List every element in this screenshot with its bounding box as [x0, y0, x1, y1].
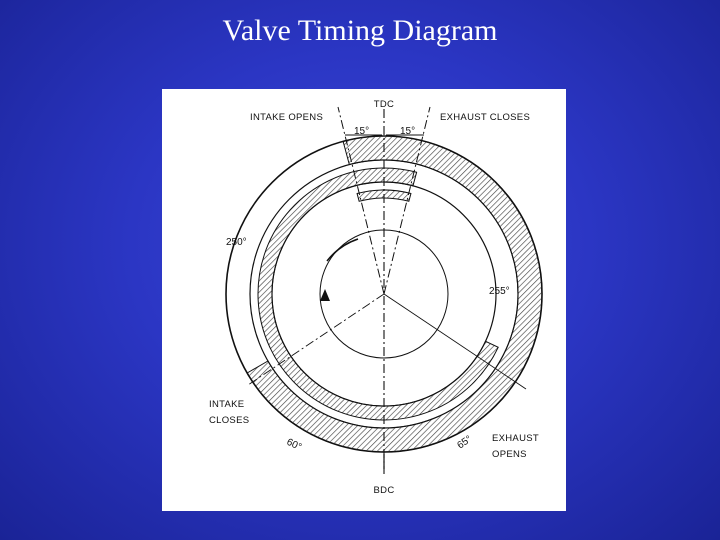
- bdc-label: BDC: [374, 485, 395, 496]
- exhaust-closes-label: EXHAUST CLOSES: [440, 112, 530, 123]
- exhaust-opens-label-1: EXHAUST: [492, 433, 539, 444]
- exhaust-duration-angle: 255°: [489, 286, 510, 297]
- intake-closes-label-2: CLOSES: [209, 415, 249, 426]
- rotation-arrow-icon: [320, 289, 330, 301]
- rotation-arc: [326, 238, 359, 262]
- intake-open-angle: 15°: [354, 126, 369, 137]
- valve-timing-diagram: TDC INTAKE OPENS EXHAUST CLOSES 15° 15° …: [209, 99, 543, 496]
- exhaust-close-angle: 15°: [400, 126, 415, 137]
- exhaust-opens-line: [383, 293, 527, 390]
- exhaust-closes-line: [383, 106, 431, 295]
- intake-duration-angle: 250°: [226, 237, 247, 248]
- intake-opens-label: INTAKE OPENS: [250, 112, 323, 123]
- exhaust-opens-label-2: OPENS: [492, 449, 527, 460]
- intake-closes-line: [247, 293, 385, 386]
- exhaust-open-angle: 65°: [455, 434, 474, 452]
- valve-timing-figure: TDC INTAKE OPENS EXHAUST CLOSES 15° 15° …: [162, 89, 566, 511]
- slide-title: Valve Timing Diagram: [222, 14, 498, 47]
- exhaust-band: [257, 167, 499, 421]
- intake-close-angle: 60°: [285, 437, 303, 453]
- intake-opens-line: [337, 106, 385, 295]
- tdc-label: TDC: [374, 99, 394, 110]
- intake-closes-label-1: INTAKE: [209, 399, 244, 410]
